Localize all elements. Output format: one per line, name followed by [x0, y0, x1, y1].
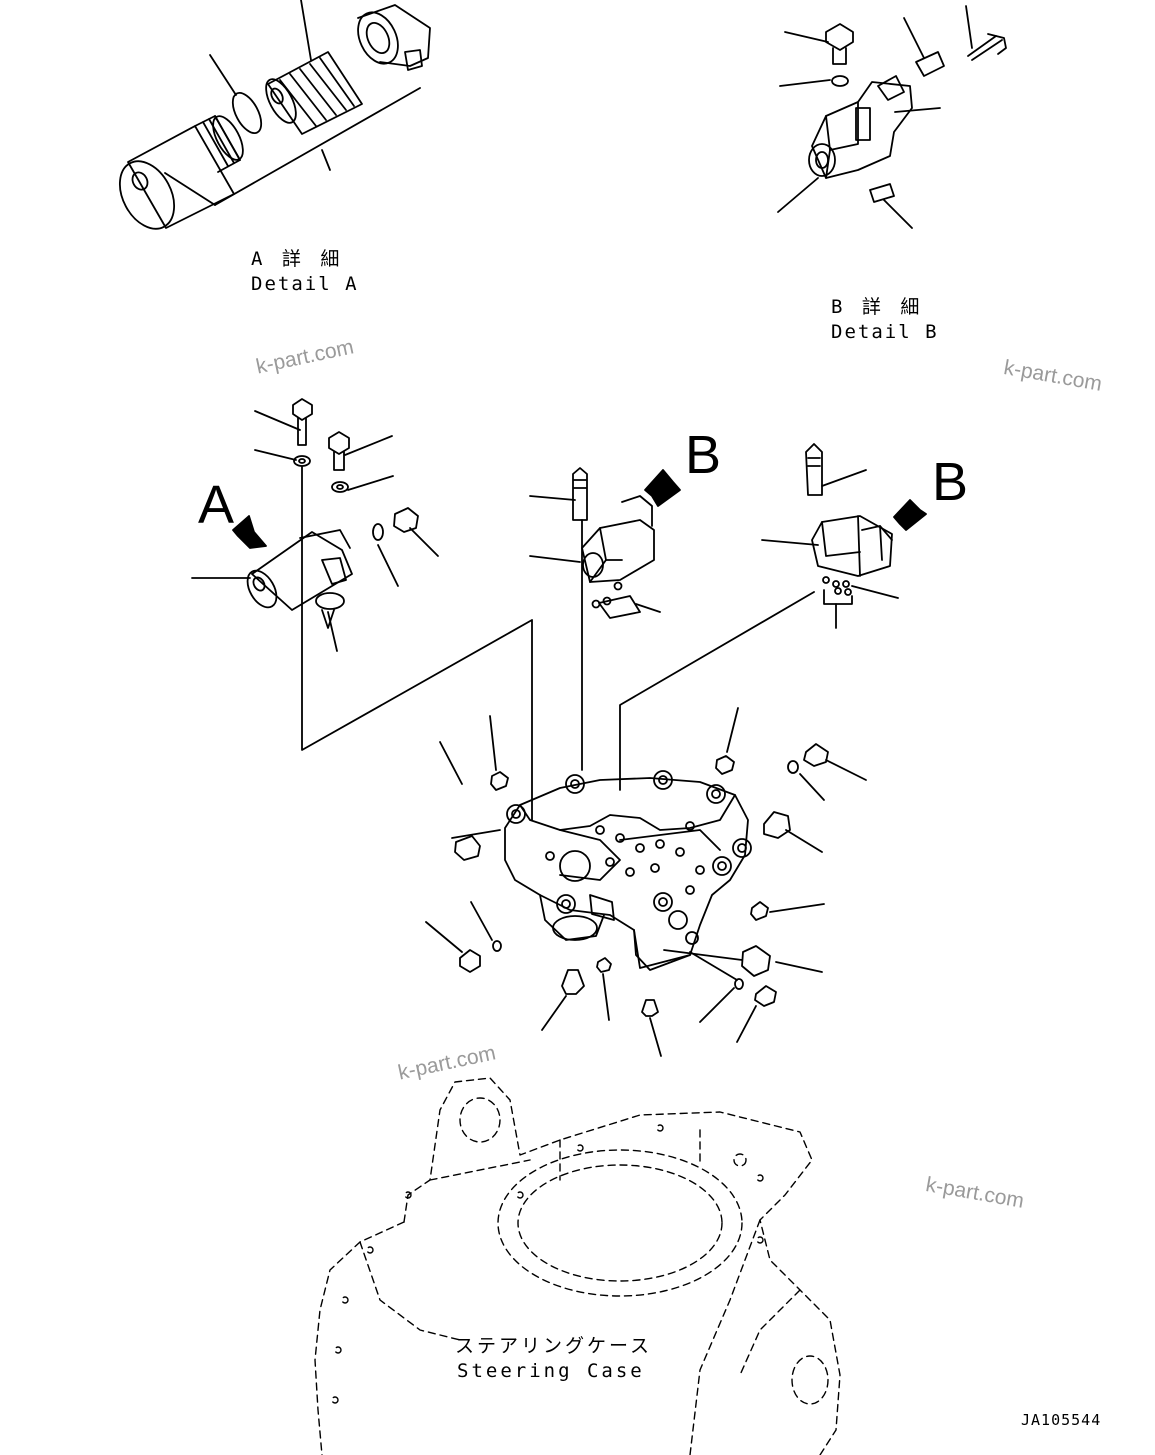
steering-case-label-en: Steering Case	[457, 1360, 645, 1382]
valve-body-drawing	[425, 707, 867, 1057]
detail-b-title-en: Detail B	[831, 321, 939, 343]
filter-assembly-drawing	[191, 398, 533, 821]
callout-b-center: B	[685, 425, 722, 485]
drawing-code: JA105544	[1021, 1411, 1102, 1429]
solenoid-valve-right-drawing	[619, 443, 927, 791]
detail-b-drawing	[777, 5, 1007, 229]
detail-a-drawing	[118, 0, 431, 230]
detail-a-title-jp: A 詳 細	[251, 248, 344, 270]
callout-b-right: B	[932, 452, 969, 512]
steering-case-drawing	[314, 1077, 841, 1455]
steering-case-label-jp: ステアリングケース	[455, 1335, 653, 1357]
callout-a: A	[198, 475, 235, 535]
solenoid-valve-center-drawing	[529, 467, 681, 771]
detail-b-title-jp: B 詳 細	[831, 296, 924, 318]
detail-a-title-en: Detail A	[251, 273, 359, 295]
